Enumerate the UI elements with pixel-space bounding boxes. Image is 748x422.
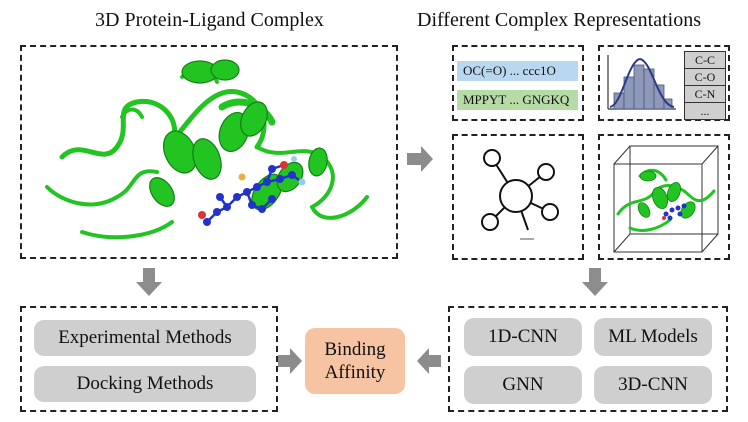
- complex-3d-box: [20, 45, 398, 259]
- right-title: Different Complex Representations: [417, 9, 702, 31]
- binding-affinity-line1: Binding: [324, 339, 386, 360]
- grid-representation-box: [598, 134, 730, 260]
- voxel-grid-image: [613, 145, 719, 253]
- protein-structure-image: [45, 59, 369, 240]
- binding-affinity-line2: Affinity: [324, 362, 386, 383]
- arrow-down-right-icon: [582, 268, 608, 296]
- docking-methods-pill: Docking Methods: [34, 366, 256, 402]
- sequence-representation-box: OC(=O) ... ccc1O MPPYT ... GNGKQ: [452, 45, 584, 121]
- binding-affinity-box: Binding Affinity: [305, 328, 405, 394]
- experimental-methods-pill: Experimental Methods: [34, 320, 256, 356]
- arrow-to-affinity-left-icon: [417, 348, 441, 374]
- arrow-to-affinity-right-icon: [278, 348, 302, 374]
- arrow-down-left-icon: [136, 268, 162, 296]
- model-1d-cnn: 1D-CNN: [464, 318, 582, 356]
- bond-table: C-C C-O C-N ...: [684, 51, 726, 123]
- bond-cc: C-C: [684, 51, 726, 69]
- bond-cn: C-N: [684, 85, 726, 103]
- left-title: 3D Protein-Ligand Complex: [95, 9, 324, 31]
- bond-co: C-O: [684, 68, 726, 86]
- protein-sequence-strip: MPPYT ... GNGKQ: [457, 90, 578, 110]
- model-3d-cnn: 3D-CNN: [594, 366, 712, 404]
- arrow-right-icon: [407, 146, 433, 172]
- model-ml: ML Models: [594, 318, 712, 356]
- graph-representation-box: [452, 134, 584, 260]
- bond-more: ...: [684, 102, 726, 120]
- smiles-strip: OC(=O) ... ccc1O: [457, 61, 578, 81]
- distribution-histogram: [607, 55, 676, 110]
- descriptor-representation-box: C-C C-O C-N ...: [598, 45, 730, 121]
- methods-box: Experimental Methods Docking Methods: [20, 306, 278, 412]
- graph-icon: [481, 149, 559, 240]
- models-box: 1D-CNN ML Models GNN 3D-CNN: [448, 306, 728, 412]
- model-gnn: GNN: [464, 366, 582, 404]
